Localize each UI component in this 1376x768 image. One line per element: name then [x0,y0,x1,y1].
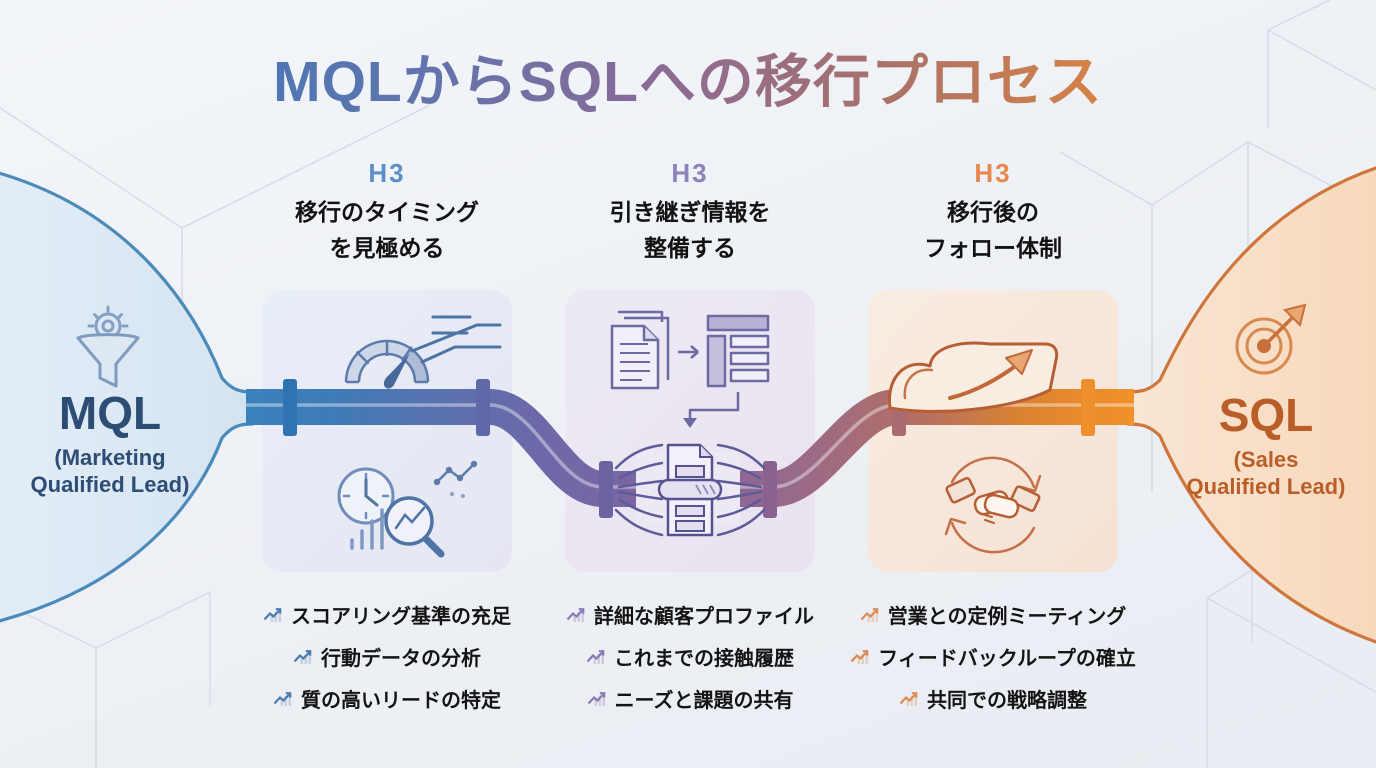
trend-chart-icon [587,691,605,706]
list-item-text: フィードバックループの確立 [878,648,1136,670]
mql-endpoint-label: MQL (Marketing Qualified Lead) [4,386,216,498]
trend-chart-icon [293,649,312,664]
card-handover [565,290,815,572]
page-title: MQLからSQLへの移行プロセス [0,36,1376,118]
list-item: 質の高いリードの特定 [273,684,501,713]
list-item: 共同での戦略調整 [899,684,1087,713]
trend-chart-icon [566,607,585,622]
target-arrow-icon [1235,303,1307,375]
trend-chart-icon [860,607,878,622]
list-item-text: 共同での戦略調整 [927,690,1087,712]
list-followup: 営業との定例ミーティング フィードバックループの確立 共同での戦略調整 [823,600,1163,713]
h3-tag-2: H3 [671,158,709,188]
list-item-text: スコアリング基準の充足 [291,606,511,628]
h3-tag-1: H3 [368,158,406,188]
list-item: 営業との定例ミーティング [860,600,1127,629]
section-heading-3: 移行後の フォロー体制 [924,199,1062,261]
list-item: スコアリング基準の充足 [263,600,511,629]
list-timing: スコアリング基準の充足 行動データの分析 質の高いリードの特定 [217,600,557,713]
trend-chart-icon [899,691,918,706]
column-header-handover: H3 引き継ぎ情報を 整備する [530,158,850,266]
card-timing [262,290,512,572]
mql-sublabel: (Marketing Qualified Lead) [30,445,190,497]
trend-chart-icon [850,649,869,664]
mql-label: MQL [58,387,162,439]
card-followup [868,290,1118,572]
list-item-text: 営業との定例ミーティング [887,606,1127,628]
h3-tag-3: H3 [974,158,1012,188]
sql-sublabel: (Sales Qualified Lead) [1186,447,1346,499]
list-item: ニーズと課題の共有 [587,684,794,713]
trend-chart-icon [263,607,282,622]
list-item-text: ニーズと課題の共有 [614,690,794,712]
list-item-text: これまでの接触履歴 [614,648,794,670]
list-item: これまでの接触履歴 [586,642,794,671]
sql-endpoint-label: SQL (Sales Qualified Lead) [1160,388,1372,500]
sql-label: SQL [1218,389,1314,441]
list-item-text: 行動データの分析 [321,648,481,670]
list-item: 行動データの分析 [293,642,481,671]
list-item-text: 質の高いリードの特定 [301,690,501,712]
list-item: 詳細な顧客プロファイル [566,600,814,629]
column-header-timing: H3 移行のタイミング を見極める [227,158,547,266]
trend-chart-icon [586,649,605,664]
funnel-gear-icon [76,305,140,388]
list-item: フィードバックループの確立 [850,642,1136,671]
list-handover: 詳細な顧客プロファイル これまでの接触履歴 ニーズと課題の共有 [520,600,860,713]
column-header-followup: H3 移行後の フォロー体制 [833,158,1153,266]
section-heading-1: 移行のタイミング を見極める [295,199,479,261]
list-item-text: 詳細な顧客プロファイル [594,606,814,628]
trend-chart-icon [273,691,292,706]
section-heading-2: 引き継ぎ情報を 整備する [609,199,771,261]
